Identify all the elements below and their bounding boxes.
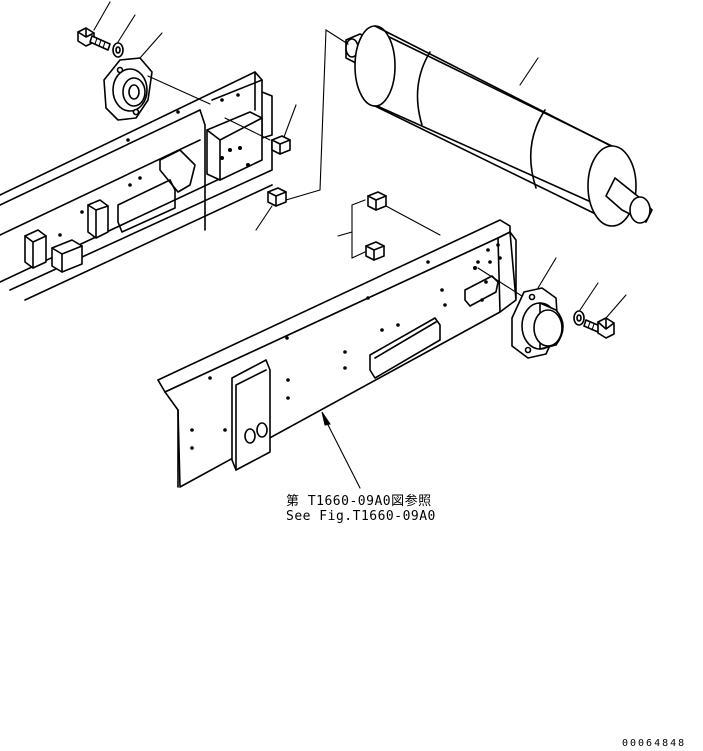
bearing-upper-left: [103, 57, 153, 121]
washer-right: [573, 310, 585, 326]
reference-label-japanese: 第 T1660-09A0図参照: [286, 494, 432, 509]
washer-upper-left: [112, 42, 124, 58]
bearing-right: [511, 287, 564, 359]
left-side-frame: [0, 71, 273, 301]
drawing-number: 00064848: [622, 738, 687, 749]
bolt-right: [583, 317, 615, 339]
cushion-block-2: [267, 187, 287, 207]
cushion-block-1: [271, 135, 291, 155]
cushion-block-4: [365, 241, 385, 261]
roller-drum: [345, 25, 653, 227]
reference-label-english: See Fig.T1660-09A0: [286, 509, 436, 524]
bolt-upper-left: [77, 27, 111, 51]
right-side-frame: [157, 219, 517, 488]
cushion-block-3: [367, 191, 387, 211]
